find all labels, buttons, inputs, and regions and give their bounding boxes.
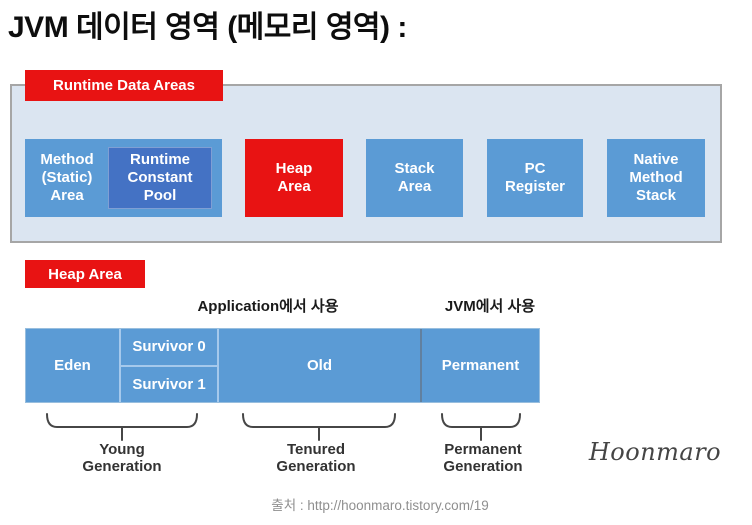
native-method-stack-box: Native Method Stack	[607, 139, 705, 217]
heap-area-section-label: Heap Area	[25, 260, 145, 288]
old-segment: Old	[219, 329, 422, 402]
heap-area-box: Heap Area	[245, 139, 343, 217]
application-usage-note: Application에서 사용	[197, 298, 339, 315]
survivor-segments: Survivor 0 Survivor 1	[121, 329, 219, 402]
method-static-area-label: Method (Static) Area	[40, 150, 94, 205]
permanent-generation-brace	[441, 413, 521, 441]
survivor1-segment: Survivor 1	[121, 366, 217, 402]
survivor0-segment: Survivor 0	[121, 329, 217, 367]
runtime-data-areas-label: Runtime Data Areas	[25, 70, 223, 101]
young-generation-brace	[46, 413, 198, 441]
young-generation-label: Young Generation	[82, 441, 162, 476]
tenured-generation-brace	[242, 413, 396, 441]
jvm-usage-note: JVM에서 사용	[444, 298, 536, 315]
runtime-constant-pool-box: Runtime Constant Pool	[108, 147, 212, 209]
stack-area-box: Stack Area	[366, 139, 463, 217]
eden-segment: Eden	[26, 329, 121, 402]
generation-braces	[46, 413, 521, 441]
source-attribution: 출처 : http://hoonmaro.tistory.com/19	[271, 498, 489, 513]
page-title: JVM 데이터 영역 (메모리 영역) :	[8, 11, 407, 44]
permanent-segment: Permanent	[422, 329, 539, 402]
method-static-area-box: Method (Static) Area Runtime Constant Po…	[25, 139, 222, 217]
permanent-generation-label: Permanent Generation	[443, 441, 523, 476]
heap-memory-bar: Eden Survivor 0 Survivor 1 Old Permanent	[25, 328, 540, 403]
tenured-generation-label: Tenured Generation	[276, 441, 356, 476]
hoonmaro-signature: Hoonmaro	[588, 438, 722, 466]
pc-register-box: PC Register	[487, 139, 583, 217]
